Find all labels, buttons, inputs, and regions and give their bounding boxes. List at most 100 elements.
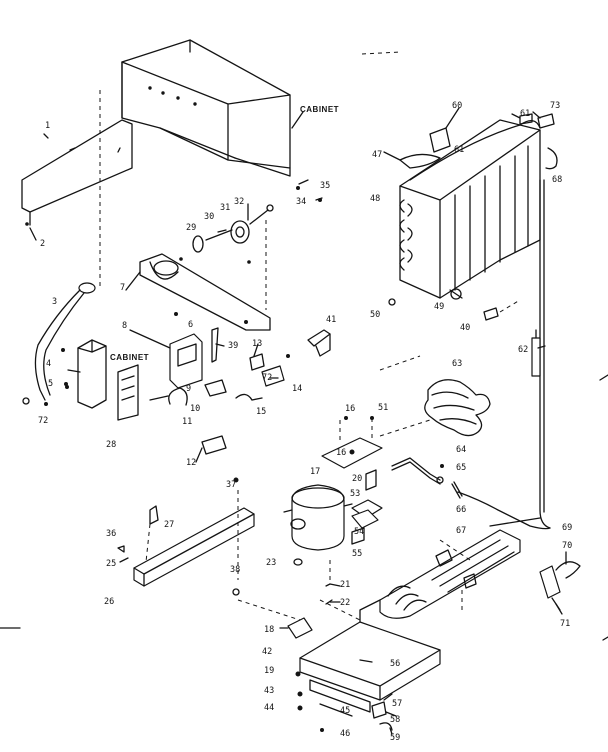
callout-38: 38	[230, 565, 240, 575]
compressor	[290, 484, 353, 551]
callout-28: 28	[106, 440, 116, 450]
left-side-panel	[21, 119, 133, 226]
callout-69: 69	[562, 523, 572, 533]
callout-43: 43	[264, 686, 274, 696]
callout-58: 58	[390, 715, 400, 725]
callout-18: 18	[264, 625, 274, 635]
callout-71: 71	[560, 619, 570, 629]
label-cabinet-top: CABINET	[300, 105, 339, 114]
callout-73: 73	[550, 101, 560, 111]
callout-63: 63	[452, 359, 462, 369]
callout-29: 29	[186, 223, 196, 233]
callout-53: 53	[350, 489, 360, 499]
callout-14: 14	[292, 384, 302, 394]
bracket-41	[307, 329, 331, 357]
label-plate	[201, 435, 227, 455]
callout-61b: 61	[454, 145, 464, 155]
fan-motor-assembly	[179, 186, 322, 264]
callout-35: 35	[320, 181, 330, 191]
callout-60: 60	[452, 101, 462, 111]
callout-64: 64	[456, 445, 466, 455]
callout-66: 66	[456, 505, 466, 515]
condenser-fittings	[399, 113, 558, 170]
callout-72a: 72	[38, 416, 48, 426]
callout-6: 6	[188, 320, 193, 330]
callout-36: 36	[106, 529, 116, 539]
callout-68: 68	[552, 175, 562, 185]
drier	[531, 329, 541, 377]
clip-70-71	[539, 561, 581, 611]
callout-4: 4	[46, 359, 51, 369]
callout-61a: 61	[520, 109, 530, 119]
callout-1: 1	[45, 121, 50, 131]
callout-44: 44	[264, 703, 274, 713]
callout-7: 7	[120, 283, 125, 293]
assembly-guides	[99, 51, 521, 621]
callout-17: 17	[310, 467, 320, 477]
tubing	[391, 457, 551, 530]
wire-harness	[22, 282, 96, 406]
callout-34: 34	[296, 197, 306, 207]
callout-2: 2	[40, 239, 45, 249]
callout-25: 25	[106, 559, 116, 569]
callout-23: 23	[266, 558, 276, 568]
cabinet-tray	[121, 39, 291, 177]
callout-48: 48	[370, 194, 380, 204]
compressor-mount	[321, 437, 383, 545]
callout-3: 3	[52, 297, 57, 307]
callout-70: 70	[562, 541, 572, 551]
callout-19: 19	[264, 666, 274, 676]
callout-22: 22	[340, 598, 350, 608]
callout-40: 40	[460, 323, 470, 333]
callout-47: 47	[372, 150, 382, 160]
condenser-brackets	[388, 288, 499, 321]
label-cabinet-mid: CABINET	[110, 353, 149, 362]
relay-assembly	[168, 327, 227, 406]
heater-loop	[424, 379, 491, 437]
margin-marks	[0, 374, 608, 641]
callout-56: 56	[390, 659, 400, 669]
callout-31: 31	[220, 203, 230, 213]
callout-65: 65	[456, 463, 466, 473]
callout-15: 15	[256, 407, 266, 417]
callout-26: 26	[104, 597, 114, 607]
base-rail-left	[117, 505, 255, 587]
callout-39: 39	[228, 341, 238, 351]
callout-10: 10	[190, 404, 200, 414]
callout-16b: 16	[336, 448, 346, 458]
callout-8: 8	[122, 321, 127, 331]
callout-54: 54	[354, 527, 364, 537]
callout-21: 21	[340, 580, 350, 590]
callout-13: 13	[252, 339, 262, 349]
callout-72b: 72	[262, 373, 272, 383]
callout-20: 20	[352, 474, 362, 484]
callout-12: 12	[186, 458, 196, 468]
callout-37: 37	[226, 480, 236, 490]
callout-49: 49	[434, 302, 444, 312]
callout-11: 11	[182, 417, 192, 427]
fan-bracket	[139, 253, 271, 331]
callout-51: 51	[378, 403, 388, 413]
callout-67: 67	[456, 526, 466, 536]
callout-59: 59	[390, 733, 400, 743]
callout-numbers: 1 2 3 4 5 6 7 8 9 10 11 12 13 14 15 16 1…	[38, 101, 572, 743]
control-box	[77, 339, 139, 421]
callout-45: 45	[340, 706, 350, 716]
condenser-coil	[399, 119, 551, 529]
callout-5: 5	[48, 379, 53, 389]
callout-9: 9	[186, 384, 191, 394]
callout-30: 30	[204, 212, 214, 222]
leader-lines	[29, 107, 567, 735]
callout-57: 57	[392, 699, 402, 709]
callout-50: 50	[370, 310, 380, 320]
callout-42: 42	[262, 647, 272, 657]
fasteners	[64, 312, 444, 732]
callout-55: 55	[352, 549, 362, 559]
callout-62: 62	[518, 345, 528, 355]
callout-46: 46	[340, 729, 350, 739]
callout-16a: 16	[345, 404, 355, 414]
callout-32: 32	[234, 197, 244, 207]
callout-27: 27	[164, 520, 174, 530]
